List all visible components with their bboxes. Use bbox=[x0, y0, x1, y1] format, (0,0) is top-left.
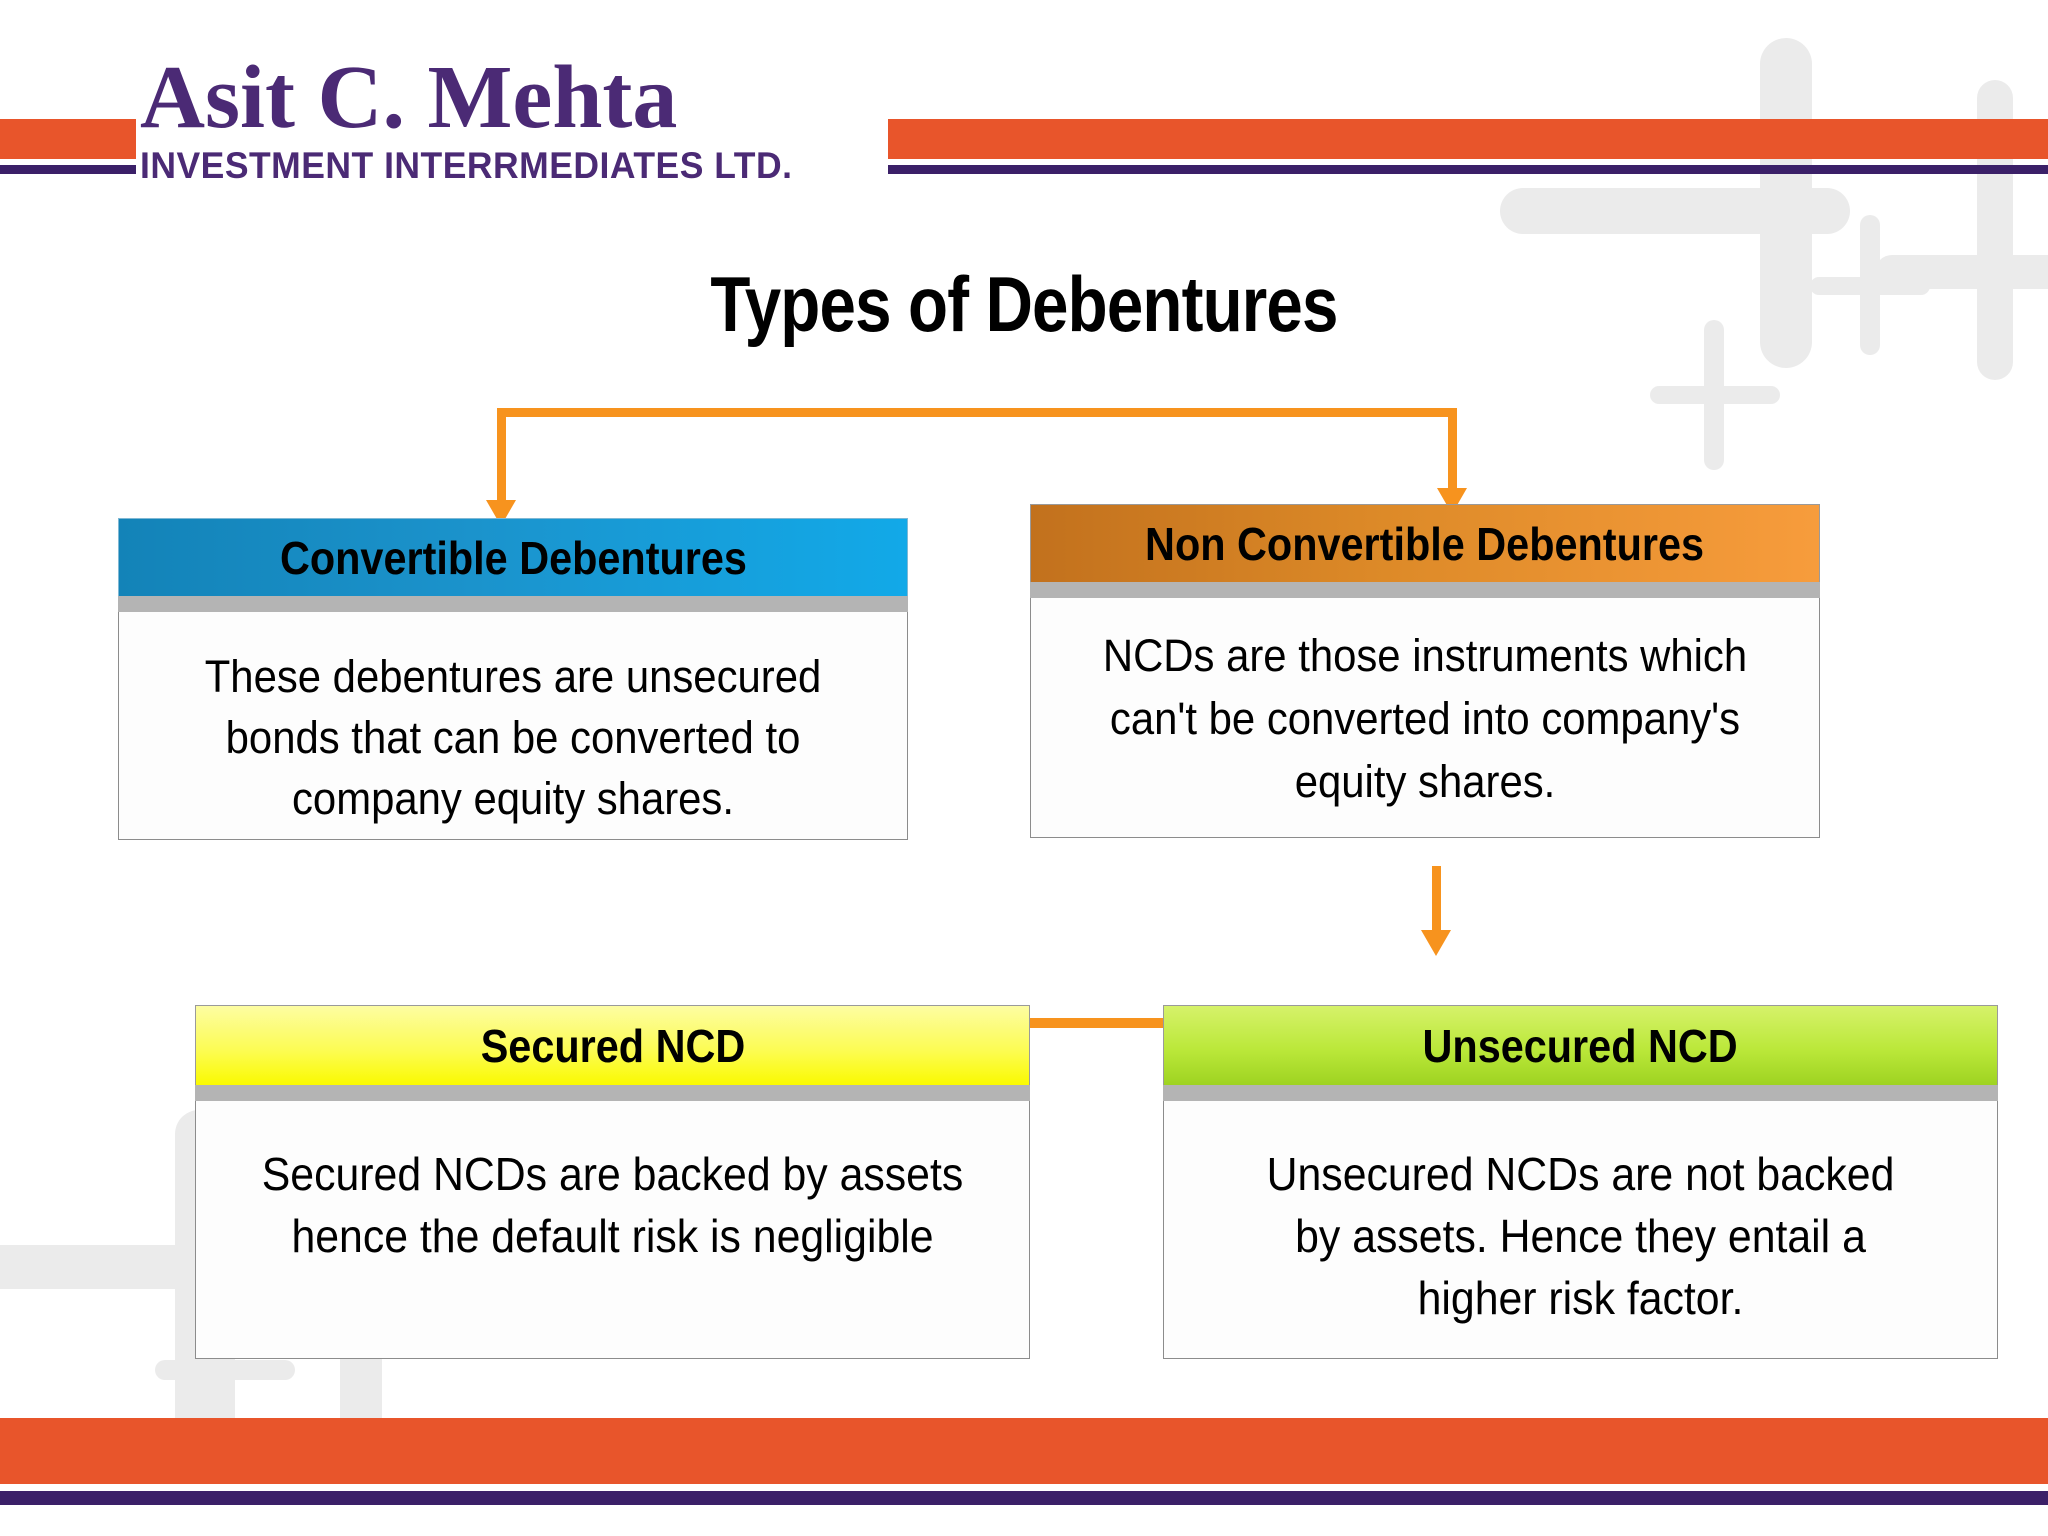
node-non-convertible-header: Non Convertible Debentures bbox=[1030, 504, 1820, 582]
header-bar-right-orange bbox=[888, 119, 2048, 159]
node-convertible-header-label: Convertible Debentures bbox=[279, 531, 747, 584]
connector-bottom-horizontal bbox=[597, 1018, 1582, 1028]
logo-company-subtitle: INVESTMENT INTERRMEDIATES LTD. bbox=[140, 145, 793, 186]
node-non-convertible-header-label: Non Convertible Debentures bbox=[1145, 517, 1705, 570]
node-convertible-body: These debentures are unsecured bonds tha… bbox=[118, 612, 908, 840]
connector-arrow-down-icon bbox=[1421, 930, 1451, 956]
node-convertible-header: Convertible Debentures bbox=[118, 518, 908, 596]
page-title: Types of Debentures bbox=[710, 260, 1338, 348]
node-secured-ncd-body-text: Secured NCDs are backed by assets hence … bbox=[261, 1148, 964, 1262]
node-secured-ncd-shadow-bar bbox=[195, 1085, 1030, 1101]
footer-bar-orange bbox=[0, 1418, 2048, 1484]
node-unsecured-ncd-body-text: Unsecured NCDs are not backed by assets.… bbox=[1266, 1148, 1895, 1324]
header-bar-right-purple bbox=[888, 165, 2048, 174]
node-secured-ncd-header: Secured NCD bbox=[195, 1005, 1030, 1085]
node-unsecured-ncd-header-label: Unsecured NCD bbox=[1422, 1019, 1739, 1072]
node-convertible-shadow-bar bbox=[118, 596, 908, 612]
node-convertible-debentures[interactable]: Convertible Debentures These debentures … bbox=[118, 518, 908, 840]
node-non-convertible-debentures[interactable]: Non Convertible Debentures NCDs are thos… bbox=[1030, 504, 1820, 838]
node-secured-ncd-body: Secured NCDs are backed by assets hence … bbox=[195, 1101, 1030, 1359]
logo-company-name: Asit C. Mehta bbox=[140, 48, 678, 147]
connector-top-left-vertical bbox=[497, 408, 506, 508]
node-convertible-body-text: These debentures are unsecured bonds tha… bbox=[204, 651, 822, 824]
header-bar-left-orange bbox=[0, 119, 136, 159]
connector-top-right-vertical bbox=[1448, 408, 1457, 496]
node-unsecured-ncd[interactable]: Unsecured NCD Unsecured NCDs are not bac… bbox=[1163, 1005, 1998, 1359]
node-unsecured-ncd-body: Unsecured NCDs are not backed by assets.… bbox=[1163, 1101, 1998, 1359]
connector-top-horizontal bbox=[497, 408, 1457, 417]
node-non-convertible-body: NCDs are those instruments which can't b… bbox=[1030, 598, 1820, 838]
node-non-convertible-body-text: NCDs are those instruments which can't b… bbox=[1102, 630, 1748, 807]
node-unsecured-ncd-shadow-bar bbox=[1163, 1085, 1998, 1101]
node-non-convertible-shadow-bar bbox=[1030, 582, 1820, 598]
node-secured-ncd-header-label: Secured NCD bbox=[480, 1019, 745, 1072]
header-bar-left-purple bbox=[0, 165, 136, 174]
node-secured-ncd[interactable]: Secured NCD Secured NCDs are backed by a… bbox=[195, 1005, 1030, 1359]
node-unsecured-ncd-header: Unsecured NCD bbox=[1163, 1005, 1998, 1085]
connector-mid-vertical bbox=[1432, 866, 1441, 938]
company-logo: Asit C. Mehta INVESTMENT INTERRMEDIATES … bbox=[140, 52, 820, 186]
footer-bar-purple bbox=[0, 1491, 2048, 1505]
